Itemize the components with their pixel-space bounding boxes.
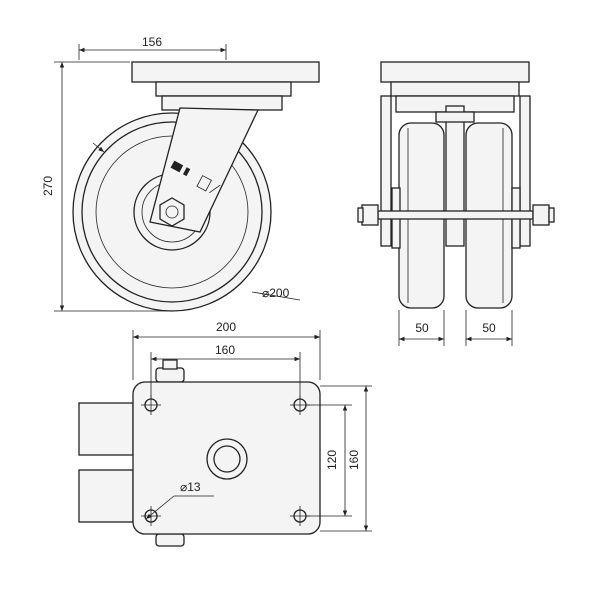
- front-axle-nut-left: [361, 204, 379, 226]
- front-axle: [377, 210, 534, 220]
- front-view: 50 50: [357, 61, 555, 346]
- top-center-boss: [206, 438, 248, 480]
- top-nut-lower: [155, 533, 185, 547]
- front-axle-end-left: [357, 207, 364, 223]
- dim-120-label: 120: [325, 450, 339, 470]
- dim-50-left-label: 50: [415, 321, 429, 335]
- tread-leader: [92, 142, 105, 153]
- dim-160x-label: 160: [215, 343, 235, 357]
- front-axle-nut-right: [532, 204, 550, 226]
- top-wheel-lower: [78, 469, 134, 523]
- wheel-diameter-label: ⌀200: [262, 286, 290, 300]
- side-axle-nut: [159, 197, 185, 227]
- top-center-hole: [213, 445, 241, 473]
- bolt-hole-leader: [145, 495, 175, 520]
- dim-200-label: 200: [216, 320, 236, 334]
- front-center-cap: [435, 111, 475, 123]
- top-axle-end-upper: [162, 359, 178, 370]
- fork-logo: [170, 160, 221, 194]
- dim-270-label: 270: [41, 176, 55, 196]
- side-axle: [165, 205, 179, 219]
- top-view: ⌀13 200 160 120 160: [78, 320, 372, 547]
- front-axle-end-right: [548, 207, 555, 223]
- side-wheel-rim-outer: [81, 121, 263, 303]
- side-swivel-ring: [155, 81, 292, 97]
- front-fork-right: [519, 95, 531, 247]
- front-top-plate: [380, 61, 530, 83]
- top-wheel-upper: [78, 402, 134, 456]
- front-swivel-ring: [390, 81, 520, 97]
- wheel-diameter-leader: [251, 291, 301, 301]
- bolt-hole-diameter-label: ⌀13: [180, 480, 201, 494]
- top-nut-upper: [155, 367, 185, 383]
- dim-156-label: 156: [142, 35, 162, 49]
- dim-160y-label: 160: [347, 450, 361, 470]
- dim-50-right-label: 50: [482, 321, 496, 335]
- side-view: ⌀200 156 270: [41, 35, 320, 312]
- front-center-kingpin: [445, 105, 465, 247]
- side-top-plate: [131, 61, 320, 83]
- front-fork-left: [380, 95, 392, 247]
